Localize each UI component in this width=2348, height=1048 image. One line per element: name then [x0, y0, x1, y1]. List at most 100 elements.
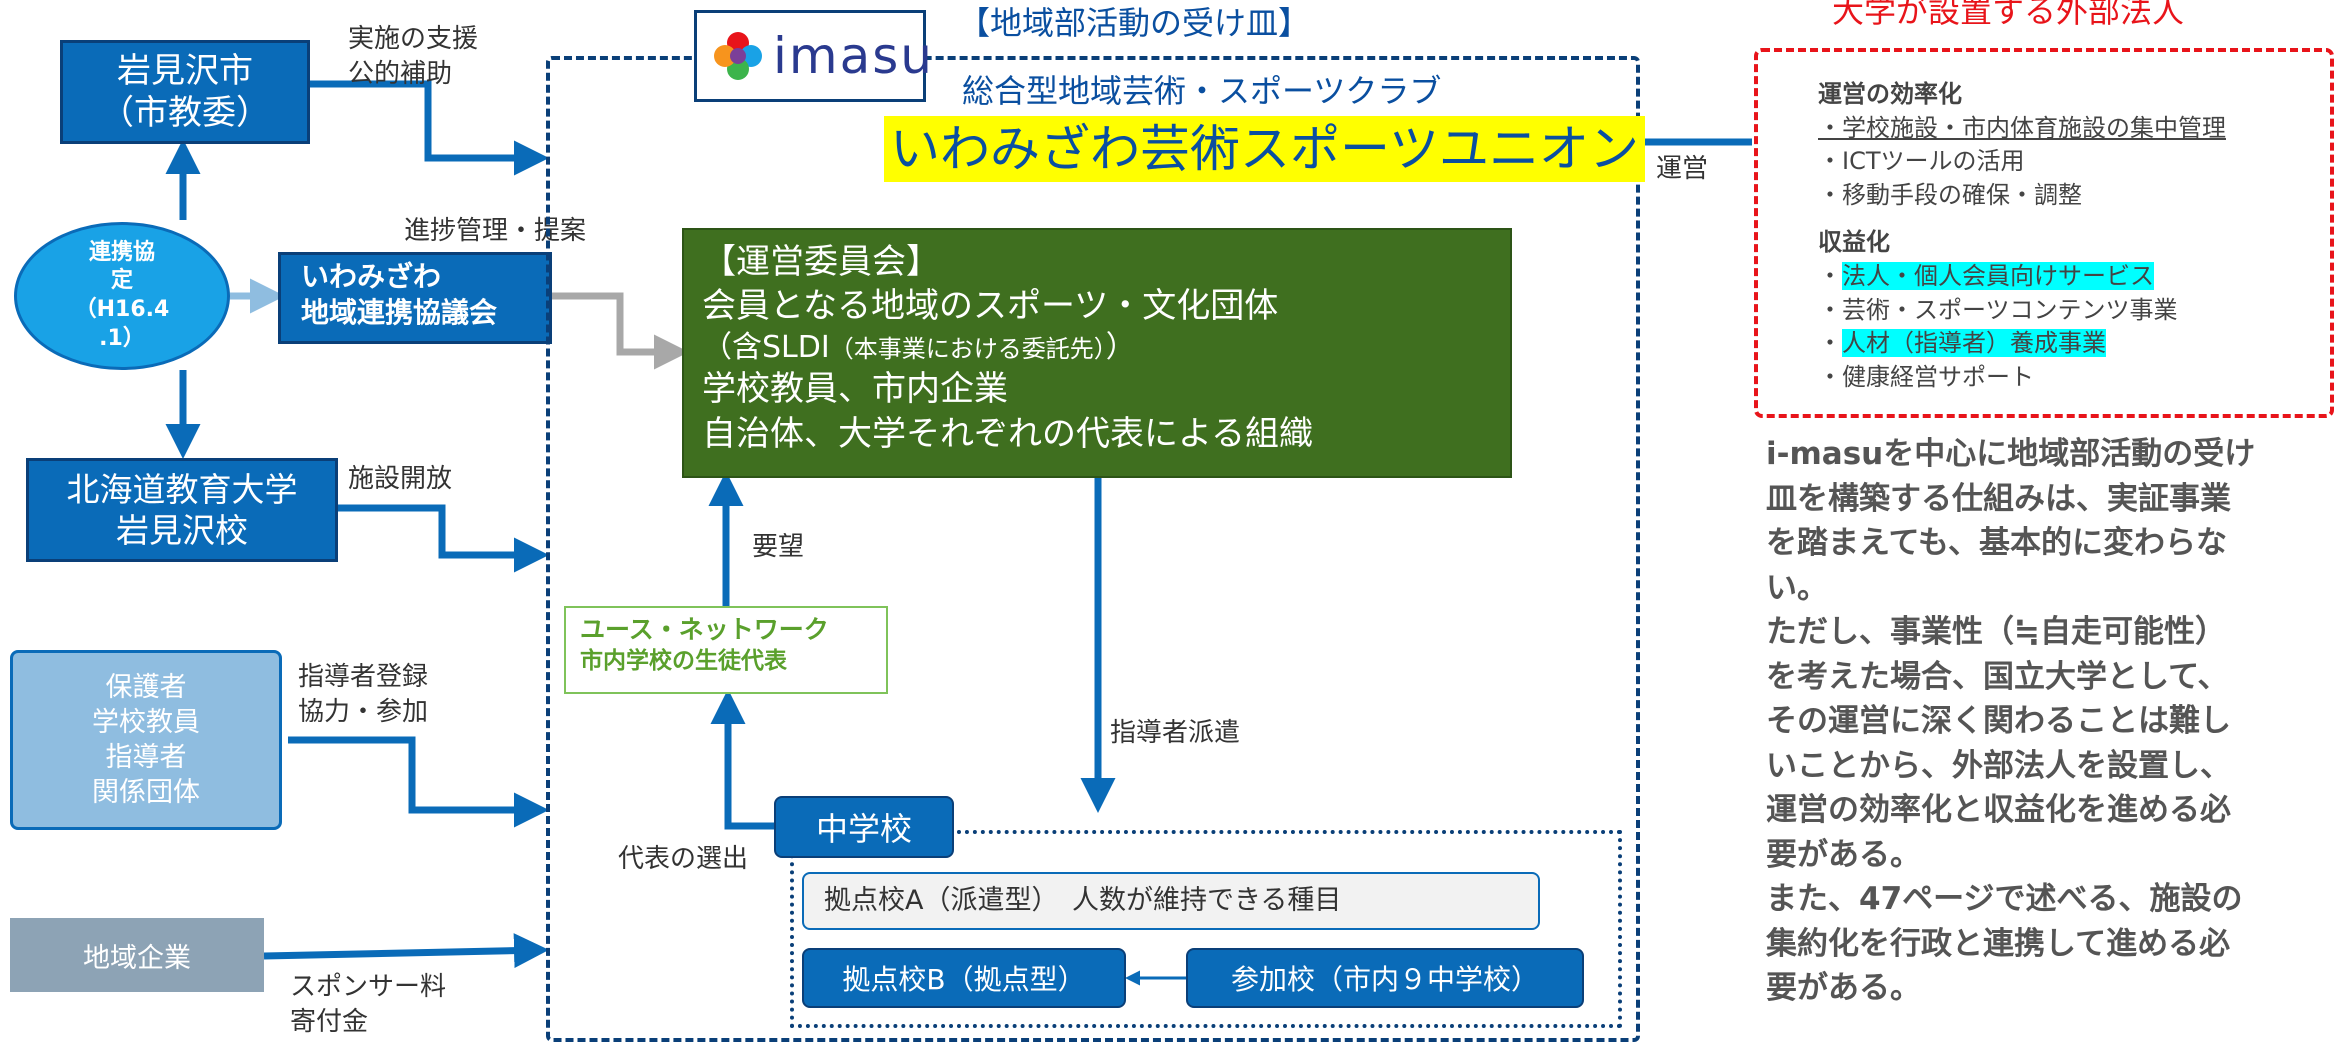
paragraph-line-9: 運営の効率化と収益化を進める必	[1766, 792, 2231, 828]
school-a-box: 拠点校A（派遣型） 人数が維持できる種目	[802, 872, 1540, 930]
efficiency-item-1: ・学校施設・市内体育施設の集中管理	[1818, 112, 2330, 146]
youth-line2: 市内学校の生徒代表	[580, 647, 787, 674]
agreement-line1: 連携協	[88, 239, 155, 265]
committee-line3: （含SLDI（本事業における委託先））	[702, 328, 1510, 367]
paragraph-line-13: 要がある。	[1766, 970, 1921, 1006]
efficiency-item-2: ・ICTツールの活用	[1818, 147, 2025, 176]
city-to-frame-arrow	[310, 80, 549, 176]
city-support-label: 実施の支援 公的補助	[348, 22, 478, 92]
company-label-line1: スポンサー料	[290, 972, 447, 1002]
guardian-line-1: 保護者	[105, 671, 187, 703]
club-name: いわみざわ芸術スポーツユニオン	[884, 116, 1645, 182]
revenue-item-1-text: 法人・個人会員向けサービス	[1842, 261, 2154, 290]
revenue-heading: 収益化	[1818, 228, 1890, 257]
paragraph-line-12: 集約化を行政と連携して進める必	[1766, 925, 2231, 962]
city-line2: （市教委）	[100, 93, 270, 133]
school-a-text: 拠点校A（派遣型） 人数が維持できる種目	[824, 885, 1342, 916]
council-to-committee-arrow	[552, 292, 689, 370]
agreement-line3: （H16.4	[74, 297, 170, 322]
agreement-ellipse: 連携協 定 （H16.4 .1）	[14, 222, 230, 370]
paragraph-line-1: i-masuを中心に地域部活動の受け	[1766, 436, 2256, 472]
revenue-item-4: ・健康経営サポート	[1818, 362, 2034, 391]
school-b-box: 拠点校B（拠点型）	[802, 948, 1126, 1008]
university-to-frame-arrow	[338, 504, 549, 573]
revenue-item-3-bullet: ・	[1818, 329, 1842, 358]
frame-title: 【地域部活動の受け皿】	[958, 4, 1311, 42]
junior-high-area	[790, 830, 1622, 1028]
school-b-text: 拠点校B（拠点型）	[842, 963, 1086, 996]
committee-line3-b: （本事業における委託先）	[829, 335, 1106, 364]
guardian-line-3: 指導者	[105, 742, 187, 773]
paragraph-line-10: 要がある。	[1766, 836, 1921, 873]
efficiency-item-3: ・移動手段の確保・調整	[1818, 180, 2082, 209]
university-box: 北海道教育大学 岩見沢校	[26, 458, 338, 562]
participating-box: 参加校（市内９中学校）	[1186, 948, 1584, 1008]
operate-label: 運営	[1656, 154, 1709, 184]
committee-line4: 学校教員、市内企業	[702, 369, 1008, 410]
paragraph-line-4: い。	[1766, 569, 1828, 606]
paragraph-line-7: その運営に深く関わることは難し	[1766, 703, 2231, 739]
junior-high-text: 中学校	[815, 810, 912, 848]
company-box: 地域企業	[10, 918, 264, 992]
youth-line1: ユース・ネットワーク	[580, 615, 829, 644]
revenue-item-1: ・法人・個人会員向けサービス	[1818, 260, 2330, 294]
imasu-wordmark: imasu	[773, 27, 934, 85]
paragraph-line-8: いことから、外部法人を設置し、	[1766, 747, 2231, 784]
guardian-line-4: 関係団体	[92, 777, 200, 809]
company-label-line2: 寄付金	[290, 1007, 369, 1038]
revenue-item-1-bullet: ・	[1818, 261, 1842, 290]
club-frame	[546, 56, 1640, 1042]
paragraph-line-2: 皿を構築する仕組みは、実証事業	[1766, 480, 2231, 517]
committee-line3-a: （含SLDI	[702, 330, 830, 366]
committee-line5: 自治体、大学それぞれの代表による組織	[702, 413, 1313, 454]
company-label: スポンサー料 寄付金	[290, 970, 446, 1040]
flower-logo-icon	[714, 32, 762, 80]
guardians-label: 指導者登録 協力・参加	[298, 660, 428, 730]
committee-line2: 会員となる地域のスポーツ・文化団体	[702, 286, 1279, 327]
council-box: いわみざわ 地域連携協議会	[278, 252, 552, 344]
committee-line3-c: ）	[1105, 330, 1136, 366]
paragraph-line-6: を考えた場合、国立大学として、	[1766, 658, 2229, 695]
club-subtitle: 総合型地域芸術・スポーツクラブ	[962, 72, 1442, 110]
external-corp-box: 運営の効率化 ・学校施設・市内体育施設の集中管理 ・ICTツールの活用 ・移動手…	[1754, 48, 2334, 418]
efficiency-heading: 運営の効率化	[1818, 80, 1962, 108]
city-line1: 岩見沢市	[117, 50, 253, 91]
agreement-line2: 定	[110, 268, 133, 294]
revenue-item-3-text: 人材（指導者）養成事業	[1842, 329, 2106, 358]
select-label: 代表の選出	[618, 844, 749, 874]
city-label-line1: 実施の支援	[348, 24, 479, 54]
guardians-to-frame-arrow	[288, 736, 549, 828]
company-text: 地域企業	[83, 942, 191, 974]
guardians-label-line2: 協力・参加	[298, 697, 429, 728]
city-label-line2: 公的補助	[348, 59, 453, 90]
external-corp-title: 大学が設置する外部法人	[1832, 0, 2185, 30]
revenue-item-2: ・芸術・スポーツコンテンツ事業	[1818, 295, 2178, 324]
paragraph-line-11: また、47ページで述べる、施設の	[1766, 881, 2243, 917]
council-label: 進捗管理・提案	[404, 216, 587, 246]
university-line2: 岩見沢校	[116, 511, 248, 550]
revenue-item-3: ・人材（指導者）養成事業	[1818, 327, 2330, 361]
guardians-box: 保護者 学校教員 指導者 関係団体	[10, 650, 282, 830]
paragraph-line-3: を踏まえても、基本的に変わらな	[1766, 525, 2227, 561]
agreement-line4: .1）	[99, 325, 145, 351]
explanation-paragraph: i-masuを中心に地域部活動の受け 皿を構築する仕組みは、実証事業 を踏まえて…	[1766, 432, 2346, 1011]
dispatch-label: 指導者派遣	[1110, 718, 1241, 748]
efficiency-item-1-text: ・学校施設・市内体育施設の集中管理	[1818, 113, 2226, 142]
council-line2: 地域連携協議会	[301, 296, 498, 330]
request-label: 要望	[752, 532, 805, 562]
city-box: 岩見沢市 （市教委）	[60, 40, 310, 144]
participating-text: 参加校（市内９中学校）	[1230, 963, 1539, 996]
guardians-label-line1: 指導者登録	[298, 662, 429, 692]
junior-high-tab: 中学校	[774, 796, 954, 858]
committee-box: 【運営委員会】 会員となる地域のスポーツ・文化団体 （含SLDI（本事業における…	[682, 228, 1512, 478]
committee-line1: 【運営委員会】	[702, 242, 940, 282]
imasu-logo: imasu	[694, 10, 932, 102]
paragraph-line-5: ただし、事業性（≒自走可能性）	[1766, 614, 2226, 650]
university-line1: 北海道教育大学	[66, 469, 298, 509]
company-to-frame-arrow	[263, 933, 549, 969]
select-arrow	[710, 689, 774, 830]
guardian-line-2: 学校教員	[92, 706, 200, 738]
youth-network-box: ユース・ネットワーク 市内学校の生徒代表	[564, 606, 888, 694]
university-label: 施設開放	[348, 464, 453, 494]
